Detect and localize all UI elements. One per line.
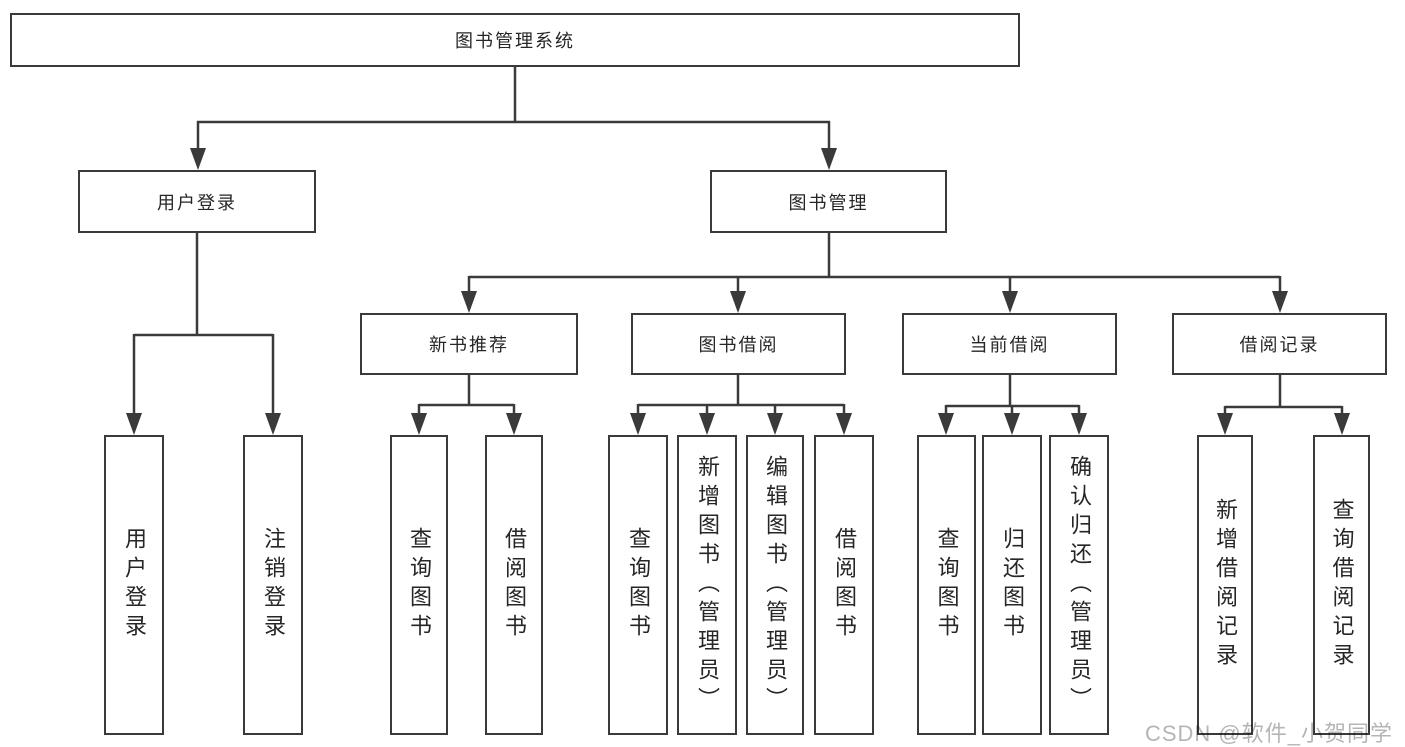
leaf-current-query-books-label: 查询图书 bbox=[934, 527, 960, 643]
node-current-borrow-label: 当前借阅 bbox=[969, 335, 1050, 355]
leaf-add-book-admin-label: 新增图书（管理员） bbox=[695, 454, 720, 716]
leaf-add-book-admin: 新增图书（管理员） bbox=[677, 435, 737, 735]
leaf-logout-label: 注销登录 bbox=[261, 527, 286, 643]
connector-current-borrow-to-leaves bbox=[938, 375, 1087, 435]
leaf-edit-book-admin: 编辑图书（管理员） bbox=[746, 435, 804, 735]
node-new-book-recommend-label: 新书推荐 bbox=[429, 335, 509, 355]
leaf-logout: 注销登录 bbox=[243, 435, 303, 735]
leaf-borrow-books: 借阅图书 bbox=[814, 435, 874, 735]
node-book-management-label: 图书管理 bbox=[788, 192, 869, 213]
leaf-edit-book-admin-label: 编辑图书（管理员） bbox=[763, 454, 788, 716]
leaf-query-borrow-record-label: 查询借阅记录 bbox=[1329, 498, 1355, 672]
node-book-borrow: 图书借阅 bbox=[631, 313, 846, 375]
connector-user-login-to-leaves bbox=[126, 233, 281, 435]
leaf-newbook-borrow-books-label: 借阅图书 bbox=[502, 527, 527, 643]
leaf-borrow-query-books: 查询图书 bbox=[608, 435, 668, 735]
leaf-return-books-label: 归还图书 bbox=[1000, 527, 1025, 643]
connector-book-borrow-to-leaves bbox=[630, 375, 852, 435]
leaf-user-login: 用户登录 bbox=[104, 435, 164, 735]
connector-book-management-to-level2 bbox=[461, 233, 1288, 313]
node-user-login: 用户登录 bbox=[78, 170, 316, 233]
node-current-borrow: 当前借阅 bbox=[902, 313, 1117, 375]
connector-new-book-to-leaves bbox=[411, 375, 522, 435]
node-borrow-records-label: 借阅记录 bbox=[1239, 335, 1320, 355]
leaf-query-borrow-record: 查询借阅记录 bbox=[1313, 435, 1370, 735]
leaf-user-login-label: 用户登录 bbox=[122, 527, 147, 643]
leaf-add-borrow-record: 新增借阅记录 bbox=[1197, 435, 1253, 735]
leaf-newbook-borrow-books: 借阅图书 bbox=[485, 435, 543, 735]
csdn-watermark: CSDN @软件_小贺同学 bbox=[1144, 721, 1393, 746]
node-book-borrow-label: 图书借阅 bbox=[698, 335, 779, 355]
leaf-add-borrow-record-label: 新增借阅记录 bbox=[1213, 498, 1238, 672]
node-new-book-recommend: 新书推荐 bbox=[360, 313, 578, 375]
node-root-label: 图书管理系统 bbox=[455, 31, 575, 51]
leaf-current-query-books: 查询图书 bbox=[917, 435, 976, 735]
leaf-confirm-return-admin: 确认归还（管理员） bbox=[1049, 435, 1109, 735]
leaf-confirm-return-admin-label: 确认归还（管理员） bbox=[1067, 454, 1092, 716]
connector-root-to-level1 bbox=[190, 67, 837, 170]
node-user-login-label: 用户登录 bbox=[157, 192, 237, 213]
leaf-borrow-query-books-label: 查询图书 bbox=[626, 527, 651, 643]
node-root-system: 图书管理系统 bbox=[10, 13, 1020, 67]
leaf-borrow-books-label: 借阅图书 bbox=[832, 527, 857, 643]
node-book-management: 图书管理 bbox=[710, 170, 947, 233]
connector-borrow-records-to-leaves bbox=[1217, 375, 1350, 435]
leaf-return-books: 归还图书 bbox=[982, 435, 1042, 735]
node-borrow-records: 借阅记录 bbox=[1172, 313, 1387, 375]
leaf-newbook-query-books: 查询图书 bbox=[390, 435, 448, 735]
leaf-newbook-query-books-label: 查询图书 bbox=[407, 527, 432, 643]
